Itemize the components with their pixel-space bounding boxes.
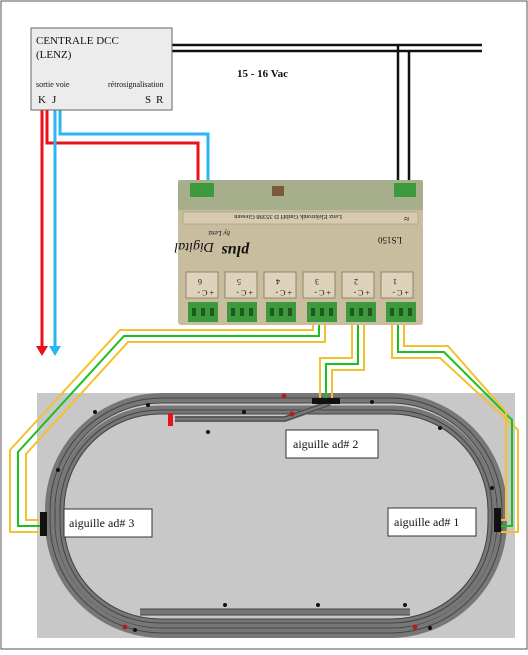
centrale-title-line2: (LENZ) xyxy=(36,49,72,61)
decoder-model: LS150 xyxy=(377,235,402,245)
centrale-panel xyxy=(30,27,173,111)
centrale-dcc-box: CENTRALE DCC (LENZ) sortie voie rétrosig… xyxy=(30,27,173,111)
centrale-left-label: sortie voie xyxy=(36,80,70,89)
turnout-label-1: aiguille ad# 1 xyxy=(387,507,477,537)
red-wire xyxy=(36,110,200,356)
channel-6-num: 6 xyxy=(198,277,202,286)
turnout-1-text: aiguille ad# 1 xyxy=(394,515,459,529)
buffer-stop xyxy=(168,413,173,426)
decoder-output-terminals xyxy=(188,302,416,322)
channel-1-num: 1 xyxy=(393,277,397,286)
channel-3-pins: + C - xyxy=(314,288,331,297)
channel-4-pins: + C - xyxy=(275,288,292,297)
wire-channel-3 xyxy=(9,323,326,533)
power-wires xyxy=(172,43,482,183)
blue-wire xyxy=(49,110,210,356)
decoder-track-terminal xyxy=(190,183,214,197)
decoder-power-terminal xyxy=(394,183,416,197)
decoder-brand-plus: plus xyxy=(221,242,251,259)
centrale-title-line1: CENTRALE DCC xyxy=(36,35,119,47)
power-label: 15 - 16 Vac xyxy=(237,68,288,80)
track-oval xyxy=(45,393,507,638)
decoder-pcb xyxy=(178,180,423,210)
decoder-label-strip xyxy=(182,211,419,225)
channel-6-pins: + C - xyxy=(197,288,214,297)
decoder-brand-sub: by Lenz xyxy=(208,229,230,237)
decoder-channel-labels: 6 + C - 5 + C - 4 + C - 3 + C - 2 + C - … xyxy=(185,271,414,299)
terminal-k-label: K xyxy=(38,94,46,106)
decoder-maker-text: Lenz Elektronik GmbH D 35398 Giessen xyxy=(233,213,342,220)
terminal-r-label: R xyxy=(156,94,164,106)
channel-3-num: 3 xyxy=(315,277,319,286)
turnout-3-text: aiguille ad# 3 xyxy=(69,516,134,530)
siding-track xyxy=(168,400,332,426)
turnout-label-2: aiguille ad# 2 xyxy=(285,429,379,459)
wire-channel-2 xyxy=(319,323,365,398)
turnout-2-text: aiguille ad# 2 xyxy=(293,437,358,451)
decoder-ls150: Lenz Elektronik GmbH D 35398 Giessen ≈ D… xyxy=(174,180,423,325)
turnout-motor-1 xyxy=(494,508,501,532)
turnout-motor-3 xyxy=(40,512,47,536)
channel-4-num: 4 xyxy=(276,277,280,286)
channel-5-num: 5 xyxy=(237,277,241,286)
track-details xyxy=(56,393,494,632)
decoder-ac-symbol: ≈ xyxy=(404,214,410,225)
turnout-label-3: aiguille ad# 3 xyxy=(63,508,153,538)
wire-channel-1 xyxy=(391,323,519,533)
channel-5-pins: + C - xyxy=(236,288,253,297)
terminal-s-label: S xyxy=(145,94,151,106)
centrale-right-label: rétrosignalisation xyxy=(108,80,164,89)
channel-1-pins: + C - xyxy=(392,288,409,297)
turnout-motor-2 xyxy=(312,398,340,404)
decoder-button xyxy=(272,186,284,196)
decoder-brand-digital: Digital xyxy=(174,239,215,254)
terminal-j-label: J xyxy=(52,94,57,106)
channel-2-num: 2 xyxy=(354,277,358,286)
channel-2-pins: + C - xyxy=(353,288,370,297)
